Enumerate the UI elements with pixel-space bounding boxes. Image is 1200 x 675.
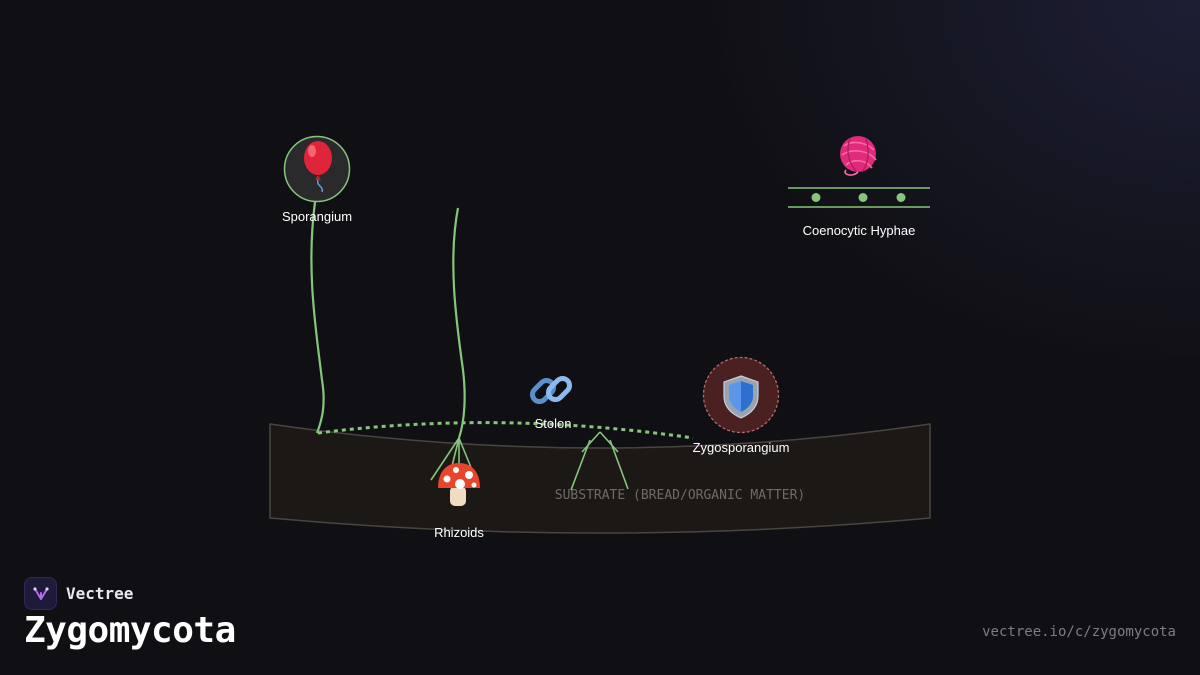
substrate [269, 423, 931, 534]
hyphae-node[interactable]: Coenocytic Hyphae [788, 136, 930, 238]
nucleus [896, 193, 906, 202]
vectree-logo-icon [24, 577, 57, 610]
shield-icon [723, 375, 759, 419]
brand: Vectree [24, 577, 133, 610]
substrate-label: SUBSTRATE (BREAD/ORGANIC MATTER) [555, 488, 805, 503]
yarn-icon [840, 136, 877, 176]
mushroom-icon [438, 463, 480, 506]
page-url[interactable]: vectree.io/c/zygomycota [982, 624, 1176, 640]
stolon-node[interactable]: Stolon [529, 375, 573, 431]
stolon-label: Stolon [535, 416, 572, 431]
stolon-line [317, 421, 694, 440]
aerial-hypha [452, 207, 466, 439]
nucleus [858, 193, 868, 202]
rhizoids-node[interactable]: Rhizoids [434, 463, 484, 540]
brand-name: Vectree [66, 584, 134, 603]
zygosporangium-node[interactable]: Zygosporangium [693, 356, 790, 456]
sporangium-node[interactable]: Sporangium [282, 135, 352, 225]
stolon-rhizoids [570, 431, 629, 491]
balloon-icon [304, 141, 332, 193]
hyphae-label: Coenocytic Hyphae [803, 223, 916, 238]
nucleus [811, 193, 821, 202]
sporangiophore-stalk [310, 201, 325, 434]
sporangium-label: Sporangium [282, 209, 352, 224]
page-title: Zygomycota [24, 610, 236, 651]
link-icon [529, 375, 573, 405]
zygosporangium-label: Zygosporangium [693, 440, 790, 455]
rhizoids-label: Rhizoids [434, 525, 484, 540]
